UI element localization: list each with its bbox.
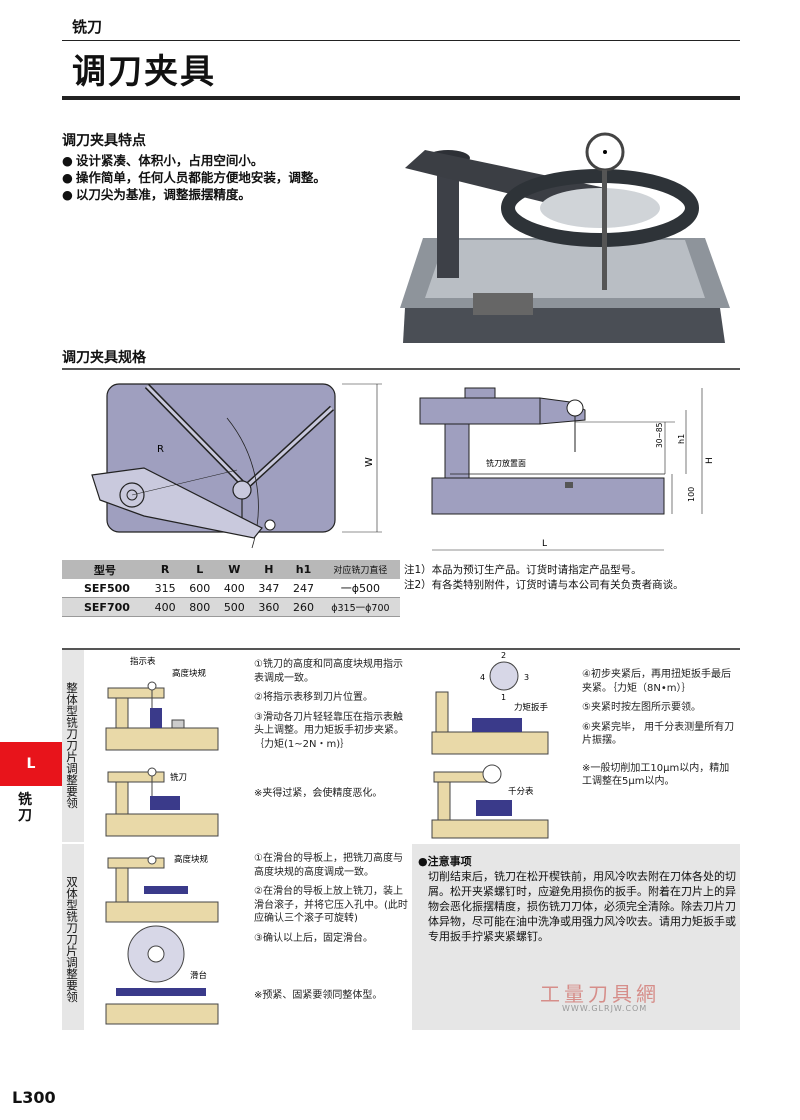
- col-header: W: [217, 560, 252, 579]
- dial-label: 千分表: [508, 786, 534, 797]
- title-rule: [62, 96, 740, 100]
- slide-label: 滑台: [190, 970, 207, 981]
- watermark-url: WWW.GLRJW.COM: [562, 1004, 648, 1013]
- feature-item: 操作简单，任何人员都能方便地安装，调整。: [62, 169, 326, 186]
- caution-box: ●注意事项 切削结束后，铣刀在松开楔铁前，用风冷吹去附在刀体各处的切屑。松开夹紧…: [418, 854, 736, 944]
- spec-table: 型号 R L W H h1 对应铣刀直径 SEF500 315 600 400 …: [62, 560, 400, 617]
- watermark-logo: 工量刀具網: [540, 982, 660, 1006]
- double-procedure-panel: 双体型铣刀刀片调整要领 高度块规 滑台 ①在滑台的导板上，把铣刀高度与高度块规的…: [62, 844, 740, 1030]
- l-label: L: [542, 539, 547, 549]
- h-label: H: [705, 457, 715, 464]
- section-label: 铣刀: [18, 792, 32, 824]
- table-row: SEF700 400 800 500 360 260 ϕ315一ϕ700: [62, 597, 400, 617]
- pos-3-label: 3: [524, 673, 529, 682]
- feature-item: 以刀尖为基准，调整振摆精度。: [62, 186, 326, 203]
- feature-item: 设计紧凑、体积小，占用空间小。: [62, 152, 326, 169]
- integral-label: 整体型铣刀刀片调整要领: [65, 682, 79, 809]
- col-header: h1: [286, 560, 321, 579]
- section-tab: L: [0, 742, 62, 786]
- r-label: R: [157, 444, 164, 455]
- col-header: 型号: [62, 560, 148, 579]
- pos-1-label: 1: [501, 693, 506, 702]
- integral-steps-a: ①铣刀的高度和同高度块规用指示表调成一致。 ②将指示表移到刀片位置。 ③滑动各刀…: [254, 659, 404, 799]
- procedure-rule: [62, 648, 740, 650]
- category-label: 铣刀: [72, 18, 103, 36]
- col-header: 对应铣刀直径: [320, 560, 400, 579]
- caution-text: 切削结束后，铣刀在松开楔铁前，用风冷吹去附在刀体各处的切屑。松开夹紧螺钉时，应避…: [428, 870, 736, 943]
- side-view-diagram: 铣刀放置面 30~85 h1 H 100 L: [419, 387, 715, 551]
- pos-4-label: 4: [480, 673, 485, 682]
- range-label: 30~85: [655, 422, 664, 448]
- feature-list: 设计紧凑、体积小，占用空间小。 操作简单，任何人员都能方便地安装，调整。 以刀尖…: [62, 152, 326, 203]
- integral-figure-left: 指示表 高度块规 铣刀: [105, 656, 219, 837]
- col-header: L: [182, 560, 218, 579]
- base-height-label: 100: [687, 487, 696, 502]
- page-title: 调刀夹具: [72, 52, 216, 92]
- header-rule: [62, 40, 740, 41]
- pos-2-label: 2: [501, 652, 506, 660]
- integral-figure-right: 2 4 3 1 力矩扳手 千分表: [431, 652, 549, 839]
- height-block-label: 高度块规: [174, 854, 209, 865]
- double-figure: 高度块规 滑台: [105, 854, 219, 1025]
- col-header: H: [251, 560, 287, 579]
- col-header: R: [147, 560, 183, 579]
- cutter-face-label: 铣刀放置面: [486, 458, 526, 468]
- spec-rule: [62, 368, 740, 370]
- w-label: W: [364, 457, 375, 467]
- note-line: 注2）有各类特别附件，订货时请与本公司有关负责者商谈。: [404, 579, 684, 591]
- integral-procedure-panel: 整体型铣刀刀片调整要领 指示表 高度块规 铣刀 ①铣刀的高度和同高度块规用指示表…: [62, 650, 740, 842]
- double-steps: ①在滑台的导板上，把铣刀高度与高度块规的高度调成一致。 ②在滑台的导板上放上铣刀…: [254, 853, 408, 1001]
- h1-label: h1: [677, 434, 686, 444]
- indicator-label: 指示表: [130, 656, 156, 667]
- height-block-label: 高度块规: [172, 668, 207, 679]
- caution-title: ●注意事项: [418, 855, 472, 868]
- torque-wrench-label: 力矩扳手: [514, 702, 549, 713]
- note-line: 注1）本品为预订生产品。订货时请指定产品型号。: [404, 564, 642, 576]
- spec-notes: 注1）本品为预订生产品。订货时请指定产品型号。 注2）有各类特别附件，订货时请与…: [404, 563, 740, 593]
- top-view-diagram: R W: [91, 383, 382, 549]
- page-number: L300: [12, 1088, 56, 1107]
- product-photo: [400, 132, 730, 343]
- double-label: 双体型铣刀刀片调整要领: [65, 876, 79, 1003]
- spec-heading: 调刀夹具规格: [62, 350, 146, 366]
- features-heading: 调刀夹具特点: [62, 133, 146, 149]
- integral-steps-b: ④初步夹紧后，再用扭矩扳手最后夹紧。｛力矩（8N•m）｝ ⑤夹紧时按左图所示要领…: [582, 669, 735, 787]
- cutter-label: 铣刀: [170, 772, 187, 783]
- table-row: SEF500 315 600 400 347 247 一ϕ500: [62, 579, 400, 598]
